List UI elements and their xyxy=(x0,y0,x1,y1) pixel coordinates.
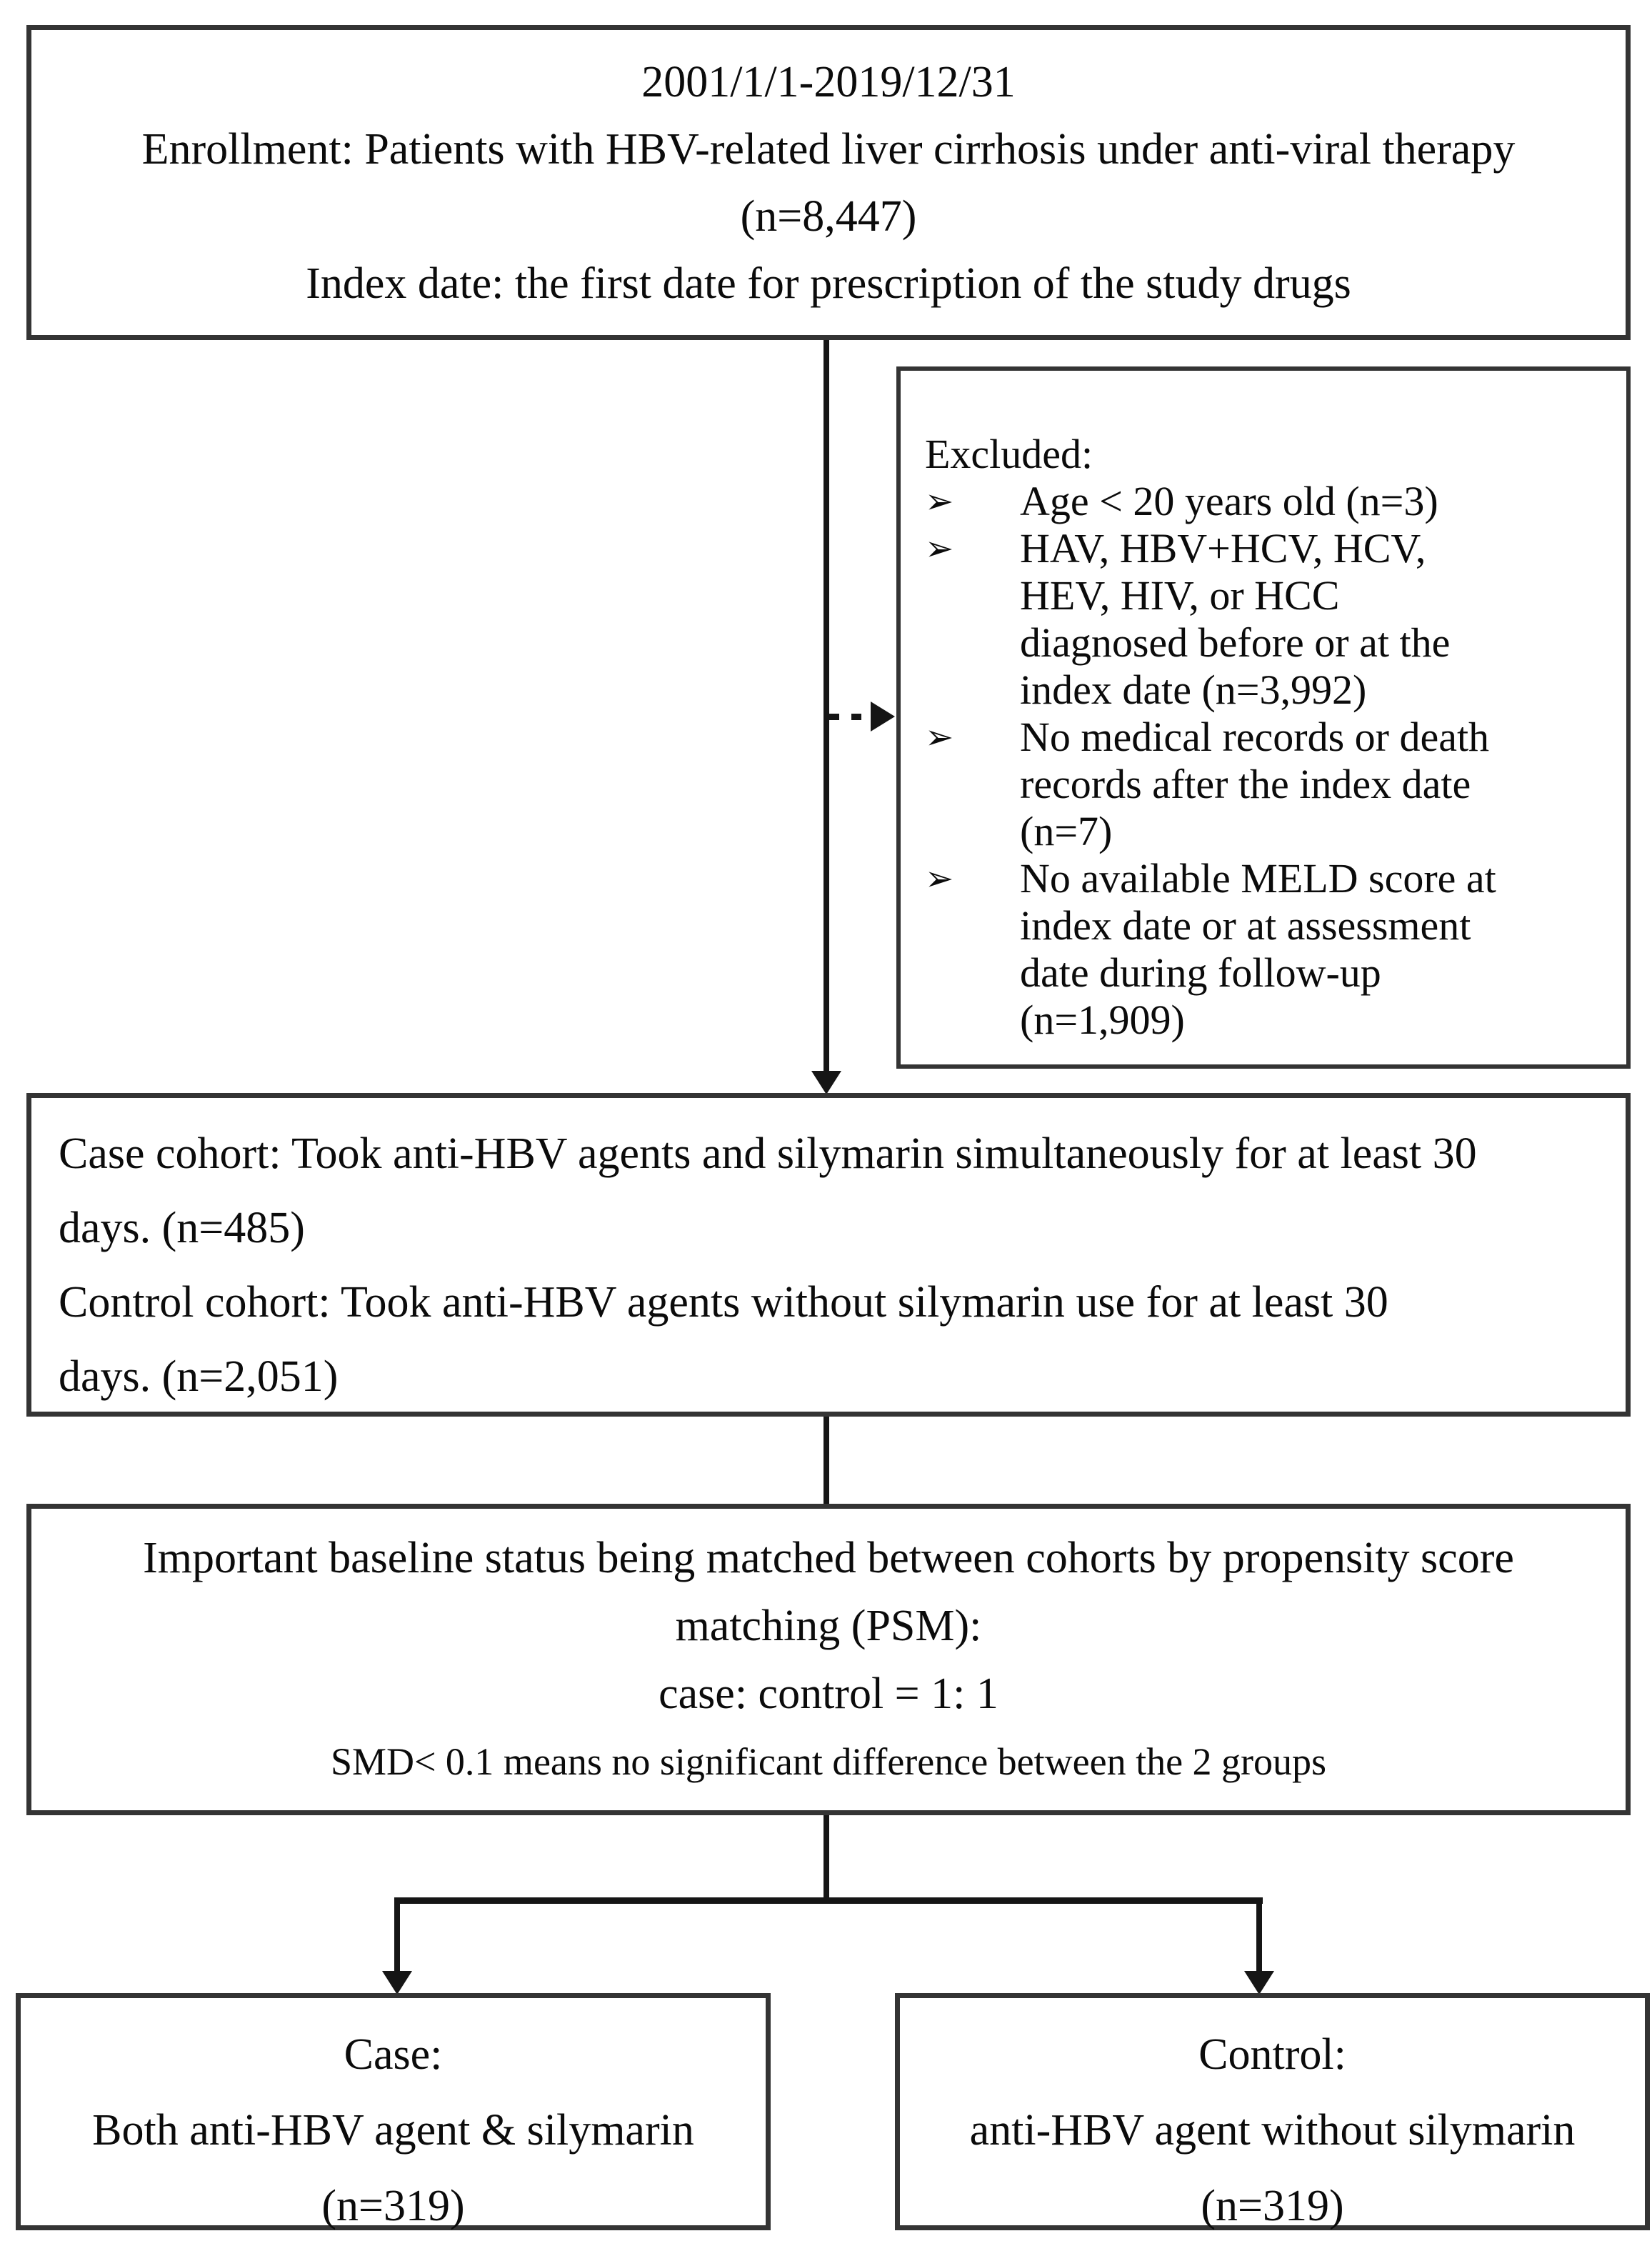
case-final-count: (n=319) xyxy=(321,2182,465,2230)
psm-description: Important baseline status being matched … xyxy=(143,1534,1514,1582)
psm-ratio: case: control = 1: 1 xyxy=(659,1669,998,1718)
control-final-description: anti-HBV agent without silymarin xyxy=(969,2106,1576,2155)
control-cohort-text: Control cohort: Took anti-HBV agents wit… xyxy=(59,1278,1388,1327)
psm-matching-box: Important baseline status being matched … xyxy=(26,1504,1631,1815)
branch-left-arrow-line xyxy=(394,1900,400,1972)
excluded-item-text: records after the index date xyxy=(1020,761,1471,807)
case-final-box: Case: Both anti-HBV agent & silymarin (n… xyxy=(16,1993,771,2230)
arrowhead-down-icon xyxy=(1244,1971,1274,1995)
dashed-connector-to-excluded xyxy=(829,714,871,720)
branch-horizontal-line xyxy=(394,1897,1263,1904)
case-final-description: Both anti-HBV agent & silymarin xyxy=(92,2106,694,2155)
enrollment-period: 2001/1/1-2019/12/31 xyxy=(641,58,1016,106)
excluded-item: ➢ Age < 20 years old (n=3) xyxy=(925,478,1616,525)
psm-smd-note: SMD< 0.1 means no significant difference… xyxy=(330,1740,1327,1783)
arrowhead-bullet-icon: ➢ xyxy=(925,529,954,569)
excluded-item-text: diagnosed before or at the xyxy=(1020,619,1451,666)
index-date-definition: Index date: the first date for prescript… xyxy=(306,259,1351,308)
arrowhead-down-icon xyxy=(382,1971,412,1995)
excluded-item-text: No available MELD score at xyxy=(1020,855,1496,902)
enrollment-box: 2001/1/1-2019/12/31 Enrollment: Patients… xyxy=(26,25,1631,340)
excluded-item: ➢ HAV, HBV+HCV, HCV, HEV, HIV, or HCC di… xyxy=(925,525,1616,714)
case-cohort-text: Case cohort: Took anti-HBV agents and si… xyxy=(59,1129,1477,1178)
excluded-item-text: (n=7) xyxy=(1020,808,1113,854)
connector-psm-to-branch xyxy=(824,1815,829,1901)
excluded-box: Excluded: ➢ Age < 20 years old (n=3) ➢ H… xyxy=(896,366,1631,1069)
cohort-definition-box: Case cohort: Took anti-HBV agents and si… xyxy=(26,1093,1631,1417)
connector-enrollment-to-cohorts xyxy=(824,340,829,1072)
arrowhead-bullet-icon: ➢ xyxy=(925,481,954,521)
control-final-title: Control: xyxy=(1198,2030,1346,2079)
excluded-title: Excluded: xyxy=(925,431,1093,477)
excluded-item-text: index date (n=3,992) xyxy=(1020,667,1367,713)
excluded-item-text: No medical records or death xyxy=(1020,714,1490,760)
excluded-item-text: HEV, HIV, or HCC xyxy=(1020,572,1340,619)
enrollment-description: Enrollment: Patients with HBV-related li… xyxy=(141,125,1516,174)
case-cohort-count: days. (n=485) xyxy=(59,1204,305,1252)
excluded-item-text: Age < 20 years old (n=3) xyxy=(1020,478,1438,524)
arrowhead-bullet-icon: ➢ xyxy=(925,717,954,757)
control-cohort-count: days. (n=2,051) xyxy=(59,1352,339,1401)
arrowhead-down-icon xyxy=(811,1071,841,1094)
excluded-item-text: date during follow-up xyxy=(1020,949,1381,996)
excluded-item-text: (n=1,909) xyxy=(1020,997,1185,1043)
excluded-item: ➢ No medical records or death records af… xyxy=(925,714,1616,855)
control-final-box: Control: anti-HBV agent without silymari… xyxy=(895,1993,1650,2230)
enrollment-count: (n=8,447) xyxy=(740,192,917,241)
control-final-count: (n=319) xyxy=(1201,2182,1344,2230)
excluded-item-text: index date or at assessment xyxy=(1020,902,1471,949)
case-final-title: Case: xyxy=(344,2030,443,2079)
connector-cohorts-to-psm xyxy=(824,1417,829,1504)
arrowhead-bullet-icon: ➢ xyxy=(925,859,954,899)
excluded-item-text: HAV, HBV+HCV, HCV, xyxy=(1020,525,1426,572)
branch-right-arrow-line xyxy=(1256,1900,1262,1972)
excluded-item: ➢ No available MELD score at index date … xyxy=(925,855,1616,1044)
psm-description-cont: matching (PSM): xyxy=(675,1602,982,1650)
arrowhead-right-icon xyxy=(871,702,895,732)
